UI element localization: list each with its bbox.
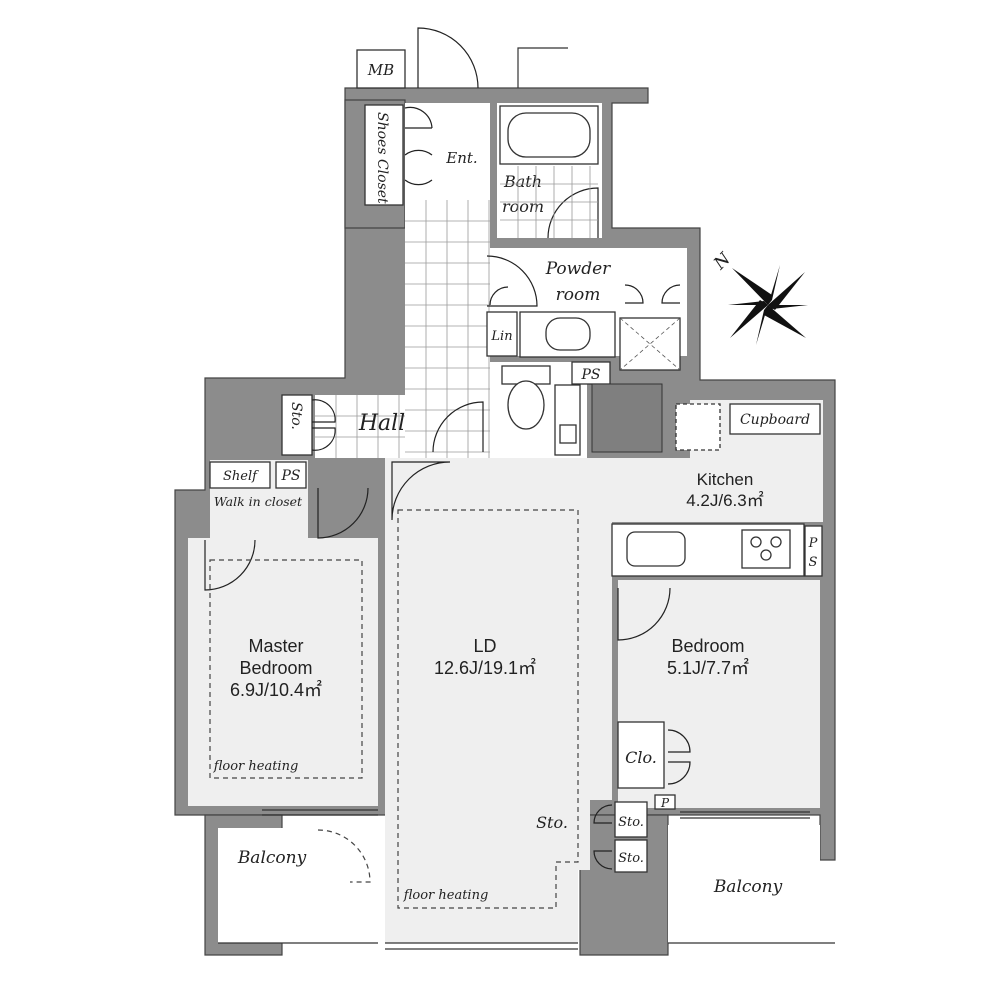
ps-top-label: PS	[580, 367, 600, 383]
closet-doors	[667, 729, 691, 785]
compass-north-label: N	[709, 248, 735, 274]
bathtub-basin	[507, 112, 591, 158]
ld-floor-heating-label: floor heating	[403, 888, 489, 903]
closet-label: Clo.	[625, 748, 657, 767]
front-door[interactable]	[417, 27, 479, 89]
cooktop	[741, 529, 791, 569]
mb-box	[356, 49, 406, 89]
bath-label-1: Bath	[503, 172, 542, 191]
balcony-right-label: Balcony	[713, 877, 783, 897]
compass: N	[709, 248, 808, 345]
sto-small-doors	[593, 804, 613, 870]
kitchen-size: 4.2J/6.3㎡	[686, 491, 764, 510]
shelf	[209, 461, 271, 489]
p-small	[654, 794, 676, 810]
entry-rail	[517, 47, 568, 88]
master-size: 6.9J/10.4㎡	[230, 679, 322, 700]
ps-top	[571, 361, 611, 385]
powder-label-2: room	[556, 285, 601, 305]
bath-door[interactable]	[547, 187, 599, 239]
ld-storage-label: Sto.	[536, 813, 568, 832]
master-name-1: Master	[248, 636, 303, 656]
ld-floor-heating	[397, 509, 579, 909]
sto-small-1[interactable]	[614, 801, 648, 838]
balcony-windows	[262, 809, 810, 819]
ps-wic	[275, 461, 307, 489]
ps-kitchen	[804, 525, 823, 577]
toilet-counter	[554, 384, 581, 456]
balcony-left-label: Balcony	[237, 848, 307, 868]
wic-door[interactable]	[317, 487, 369, 539]
linen-door	[489, 286, 509, 306]
linen-label: Lin	[490, 329, 512, 344]
p-small-label: P	[660, 796, 670, 810]
ps-kitchen-p: P	[808, 536, 818, 551]
master-floor-heating-label: floor heating	[213, 759, 299, 774]
master-floor-heating	[209, 559, 363, 779]
compass-needle-north	[732, 268, 772, 305]
refrigerator-space	[591, 383, 663, 453]
ld-name: LD	[473, 636, 496, 656]
bedroom-closet[interactable]	[617, 721, 665, 789]
floors	[188, 103, 823, 943]
sto-small-1-label: Sto.	[618, 815, 644, 830]
balcony-door-swing	[317, 829, 371, 883]
bedroom-door[interactable]	[617, 587, 671, 641]
ps-kitchen-s: S	[809, 555, 818, 570]
linen-closet[interactable]	[486, 311, 518, 357]
entrance-label: Ent.	[445, 149, 477, 167]
ld-door[interactable]	[391, 461, 451, 521]
hall-storage-doors	[311, 399, 336, 451]
sto-small-2[interactable]	[614, 839, 648, 873]
toilet-door[interactable]	[432, 401, 484, 453]
ps-wic-label: PS	[280, 468, 300, 484]
sink	[545, 317, 591, 351]
fridge-dashed	[675, 403, 721, 451]
cupboard-label: Cupboard	[740, 412, 810, 428]
bath-label-2: room	[502, 197, 544, 216]
shoes-closet[interactable]	[364, 104, 404, 206]
master-door[interactable]	[204, 539, 256, 591]
master-name-2: Bedroom	[239, 658, 312, 678]
washer-doors	[624, 284, 681, 304]
bedroom-size: 5.1J/7.7㎡	[667, 657, 749, 678]
cupboard[interactable]	[729, 403, 821, 435]
toilet-sink	[559, 424, 577, 444]
kitchen-name: Kitchen	[697, 470, 754, 489]
washer-cross	[619, 317, 681, 371]
powder-door[interactable]	[486, 255, 538, 307]
shelf-label: Shelf	[223, 469, 259, 484]
sto-small-2-label: Sto.	[618, 851, 644, 866]
toilet-bowl	[507, 380, 545, 430]
hall-storage[interactable]	[281, 394, 313, 456]
hall-storage-label: Sto.	[288, 402, 304, 430]
shoes-closet-label: Shoes Closet	[374, 112, 390, 204]
walk-in-closet-label: Walk in closet	[214, 494, 303, 509]
bedroom-name: Bedroom	[671, 636, 744, 656]
hall-label: Hall	[358, 411, 405, 436]
bath-tiles	[500, 166, 598, 238]
balcony-railings	[218, 942, 835, 950]
mb-label: MB	[367, 61, 394, 79]
shoes-closet-doors	[404, 106, 433, 186]
washer-space	[619, 317, 681, 371]
kitchen-sink	[626, 531, 686, 567]
powder-label-1: Powder	[545, 259, 611, 279]
ld-size: 12.6J/19.1㎡	[434, 657, 536, 678]
